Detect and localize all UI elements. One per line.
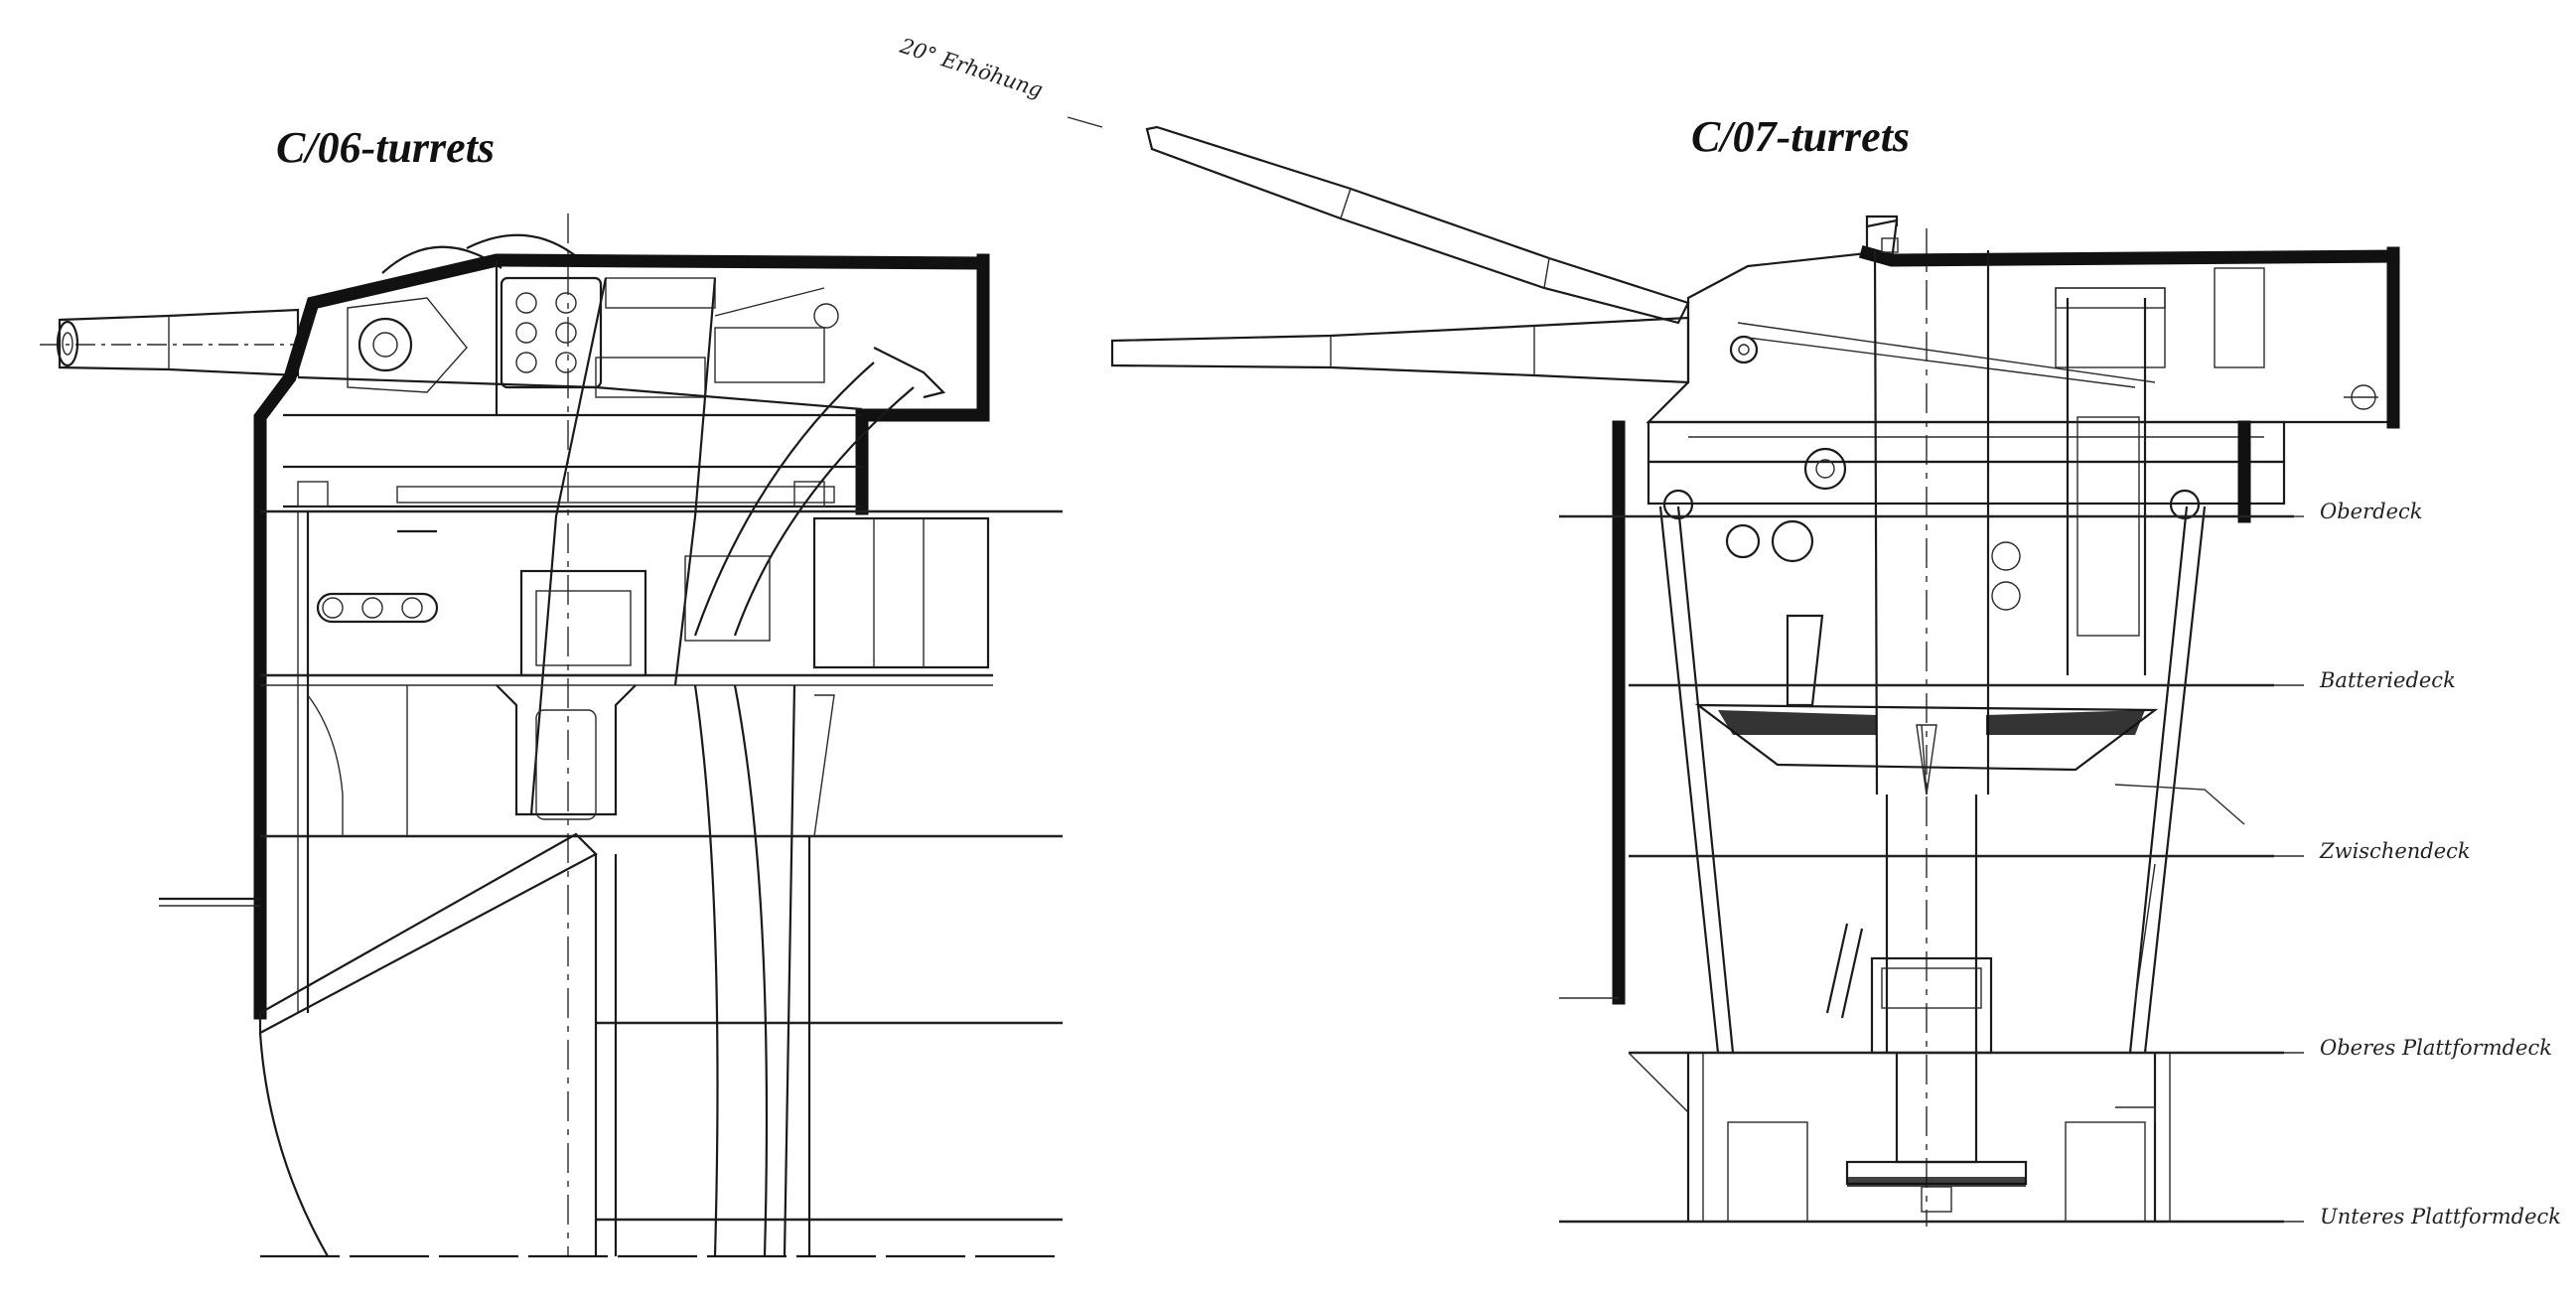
c06-turret-armour (253, 253, 990, 1020)
deck-label-batteriedeck: Batteriedeck (2319, 668, 2456, 692)
c06-turret-section (40, 214, 1063, 1258)
right-title: C/07-turrets (1691, 112, 1910, 161)
left-title: C/06-turrets (276, 123, 495, 172)
c06-gun-barrel (56, 308, 300, 377)
c06-sighting-hood-2 (466, 233, 577, 257)
deck-label-oberes-plattformdeck: Oberes Plattformdeck (2320, 1036, 2552, 1060)
c06-turntable (283, 413, 862, 508)
c06-shell-rack (316, 529, 439, 624)
c07-deck-lines (1559, 514, 2294, 1224)
c07-working-chamber (1694, 416, 2159, 772)
c07-turntable (1646, 420, 2286, 520)
c06-hull-structure (159, 509, 1063, 1258)
c07-elevated-barrel (1145, 125, 1690, 325)
c07-deck-leaders (2274, 515, 2304, 1223)
c06-rear-armour (855, 253, 990, 515)
c06-gunhouse-interior (297, 260, 946, 415)
c07-turret-section (1110, 125, 2400, 1227)
deck-label-unteres-plattformdeck: Unteres Plattformdeck (2320, 1205, 2561, 1229)
deck-label-zwischendeck: Zwischendeck (2319, 839, 2471, 863)
c06-hoist-trunk (519, 277, 915, 815)
c07-hull-structure (1628, 506, 2245, 1223)
elevation-note-leader (1067, 116, 1103, 128)
c07-horizontal-barrel (1110, 316, 1690, 384)
c07-gunhouse (1646, 215, 2400, 429)
deck-label-oberdeck: Oberdeck (2320, 500, 2422, 523)
deck-labels: Oberdeck Batteriedeck Zwischendeck Obere… (2319, 500, 2561, 1229)
elevation-note: 20° Erhöhung (897, 34, 1047, 102)
c07-central-trunk (1873, 249, 2147, 795)
